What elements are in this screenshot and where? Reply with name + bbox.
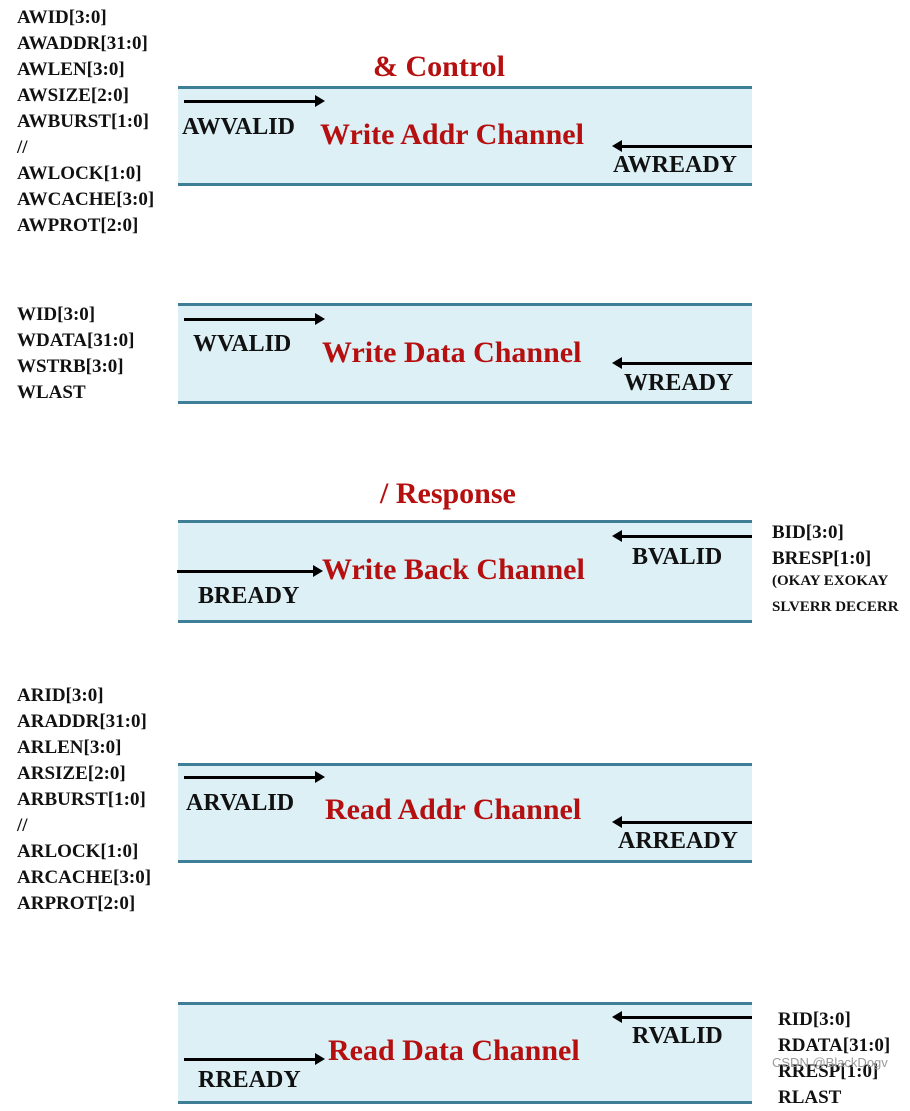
awready-label: AWREADY [613, 152, 738, 178]
signal-name: AWLOCK[1:0] [17, 163, 142, 184]
b-resp-values: (OKAY EXOKAY SLVERR DECERR [772, 568, 899, 620]
wready-label: WREADY [624, 370, 734, 396]
rready-arrow [184, 1053, 325, 1065]
aw-signal-list: AWID[3:0] AWADDR[31:0] AWLEN[3:0] AWSIZE[2:… [17, 5, 154, 239]
response-heading: / Response [380, 477, 516, 510]
signal-name: (OKAY EXOKAY [772, 573, 889, 589]
signal-name: AWBURST[1:0] [17, 111, 149, 132]
awvalid-label: AWVALID [182, 114, 295, 140]
signal-name: WLAST [17, 382, 86, 403]
signal-name: AWID[3:0] [17, 7, 107, 28]
arready-label: ARREADY [618, 828, 738, 854]
signal-name: AWPROT[2:0] [17, 215, 139, 236]
rvalid-arrow [612, 1011, 752, 1023]
signal-name: ARPROT[2:0] [17, 893, 136, 914]
signal-name: AWCACHE[3:0] [17, 189, 155, 210]
awready-arrow [612, 140, 752, 152]
signal-name: AWADDR[31:0] [17, 33, 148, 54]
signal-name: RRESP[1:0] [778, 1061, 879, 1082]
wvalid-arrow [184, 313, 325, 325]
r-signal-list: RID[3:0] RDATA[31:0] RRESP[1:0] RLAST [778, 1007, 890, 1111]
w-signal-list: WID[3:0] WDATA[31:0] WSTRB[3:0] WLAST [17, 302, 135, 406]
signal-name: SLVERR DECERR [772, 599, 899, 615]
signal-name: ARADDR[31:0] [17, 711, 147, 732]
arvalid-arrow [184, 771, 325, 783]
signal-name: ARLEN[3:0] [17, 737, 122, 758]
write-data-channel-label: Write Data Channel [322, 336, 582, 369]
signal-name: WDATA[31:0] [17, 330, 135, 351]
wvalid-label: WVALID [193, 331, 292, 357]
control-heading: & Control [373, 50, 505, 83]
signal-name: BID[3:0] [772, 522, 844, 543]
rready-label: RREADY [198, 1067, 301, 1093]
ar-signal-list: ARID[3:0] ARADDR[31:0] ARLEN[3:0] ARSIZE[2:… [17, 683, 151, 917]
signal-name: BRESP[1:0] [772, 548, 872, 569]
signal-name: WSTRB[3:0] [17, 356, 124, 377]
signal-name: ARLOCK[1:0] [17, 841, 139, 862]
rvalid-label: RVALID [632, 1023, 723, 1049]
write-back-channel-label: Write Back Channel [322, 553, 585, 586]
signal-name: ARSIZE[2:0] [17, 763, 126, 784]
bready-label: BREADY [198, 583, 300, 609]
read-data-channel-band [178, 1002, 752, 1104]
signal-name: // [17, 815, 28, 836]
b-signal-list: BID[3:0] BRESP[1:0] [772, 520, 871, 572]
arvalid-label: ARVALID [186, 790, 295, 816]
awvalid-arrow [184, 95, 325, 107]
signal-name: AWSIZE[2:0] [17, 85, 129, 106]
watermark: CSDN @BlackDogv [772, 1055, 888, 1070]
read-addr-channel-label: Read Addr Channel [325, 793, 582, 826]
bvalid-label: BVALID [632, 544, 723, 570]
arready-arrow [612, 816, 752, 828]
signal-name: WID[3:0] [17, 304, 96, 325]
wready-arrow [612, 357, 752, 369]
signal-name: ARCACHE[3:0] [17, 867, 152, 888]
signal-name: ARID[3:0] [17, 685, 104, 706]
bready-arrow [177, 565, 323, 577]
signal-name: RDATA[31:0] [778, 1035, 891, 1056]
signal-name: ARBURST[1:0] [17, 789, 146, 810]
read-data-channel-label: Read Data Channel [328, 1034, 580, 1067]
signal-name: RID[3:0] [778, 1009, 851, 1030]
signal-name: AWLEN[3:0] [17, 59, 125, 80]
write-addr-channel-label: Write Addr Channel [320, 118, 584, 151]
bvalid-arrow [612, 530, 752, 542]
signal-name: RLAST [778, 1087, 842, 1108]
signal-name: // [17, 137, 28, 158]
read-addr-channel-band [178, 763, 752, 863]
